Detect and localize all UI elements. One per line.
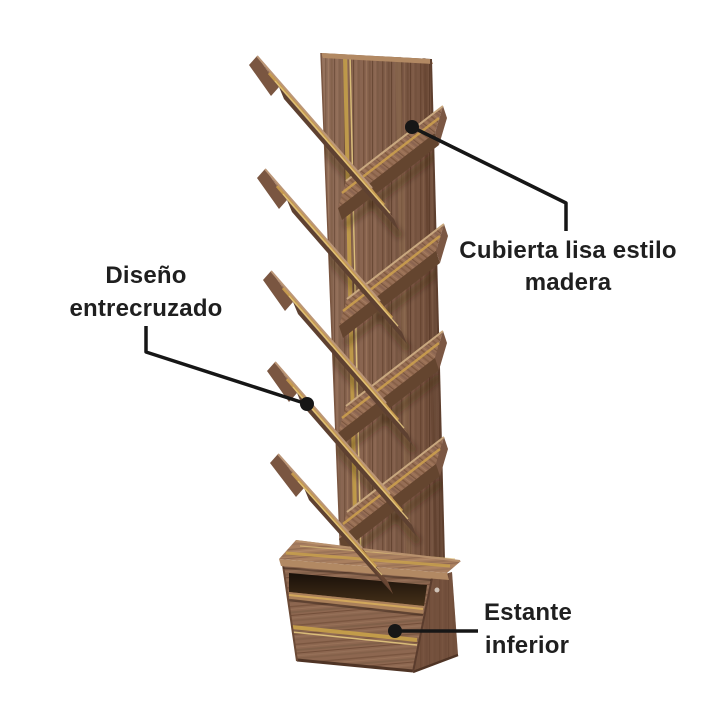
cabinet-left-edge <box>282 564 298 662</box>
leader-diseno <box>144 326 308 406</box>
base-cabinet <box>279 540 461 674</box>
shelf-front-edge <box>338 358 439 445</box>
screw-cap-dot <box>434 587 440 593</box>
shelf-front-edge <box>293 302 413 446</box>
shelf-end-face <box>436 224 448 263</box>
leader-dot-estante <box>388 624 402 638</box>
shelf-grain-stripe-light <box>288 295 405 429</box>
shelf-tip-face <box>257 169 287 209</box>
callout-leaders <box>144 120 568 638</box>
opening-bottom-shadow <box>288 598 424 617</box>
shelf-grain-stripe <box>267 72 386 206</box>
label-cubierta-line2: madera <box>525 269 612 296</box>
shelf-front-edge <box>297 393 417 537</box>
shelf-tip-face <box>270 454 304 497</box>
shelf-top-highlight <box>345 330 444 407</box>
shelf-end-face <box>436 437 448 476</box>
shelf-top-highlight <box>270 270 387 404</box>
shelf-tip-face <box>263 271 293 311</box>
shelf-top-highlight <box>274 361 391 495</box>
top-back-edge-highlight <box>295 540 461 562</box>
shelf-end-face <box>435 106 447 145</box>
cabinet-front-right-edge <box>412 577 433 673</box>
top-shadow-under-slab <box>282 567 432 581</box>
right-shelf-2 <box>339 223 448 338</box>
shelf-top-highlight <box>277 453 363 549</box>
shelf-front-edge <box>339 251 440 338</box>
shelf-tip-face <box>267 362 297 402</box>
shelf-top-highlight <box>345 105 444 182</box>
label-diseno-line2: entrecruzado <box>69 295 222 322</box>
shelf-grain-stripe-light <box>292 386 409 520</box>
shelf-end-face <box>435 331 447 370</box>
cabinet-side-grain <box>413 572 458 672</box>
label-estante-line1: Estante <box>484 599 572 626</box>
shelf-grain-stripe <box>290 472 378 568</box>
shelf-grain-stripe <box>342 448 441 525</box>
left-shelf-2 <box>257 168 407 344</box>
label-diseno-line1: Diseño <box>105 262 186 289</box>
leader-cubierta <box>411 125 568 231</box>
callout-labels: Diseño entrecruzado Cubierta lisa estilo… <box>69 237 676 659</box>
shelf-grain-stripe <box>341 342 440 419</box>
cabinet-opening-interior <box>289 573 427 606</box>
cabinet-side-bottom-edge <box>412 653 459 674</box>
left-shelf-5 <box>270 453 393 594</box>
shelf-grain-stripe-light <box>282 193 399 327</box>
shelf-top-highlight <box>264 168 381 302</box>
shelf-grain-stripe <box>281 287 400 421</box>
shelf-grain-stripe-light <box>274 80 391 214</box>
shelf-top-highlight <box>346 436 445 513</box>
shelf-top-highlight <box>256 55 373 189</box>
cabinet-top-front-edge <box>279 559 449 580</box>
shelf-front-edge <box>304 488 393 594</box>
label-cubierta-line1: Cubierta lisa estilo <box>459 237 676 264</box>
shelf-tip-face <box>249 56 279 96</box>
shelf-grain-stripe <box>275 185 394 319</box>
shelf-front-edge <box>339 464 440 551</box>
leader-dot-diseno <box>300 397 314 411</box>
cabinet-bottom-edge <box>296 658 414 673</box>
shelf-grain-stripe-light <box>297 480 383 576</box>
inner-shelf-grain-stripe <box>288 594 424 610</box>
shelf-grain-stripe <box>342 235 441 312</box>
right-shelf-4 <box>339 436 448 551</box>
shelf-front-edge <box>338 133 439 220</box>
leader-dot-cubierta <box>405 120 419 134</box>
spine-top-edge <box>321 53 433 64</box>
shelf-front-edge <box>287 200 407 344</box>
left-shelf-1 <box>249 55 399 231</box>
front-grain-stripe-pale <box>291 631 418 646</box>
label-estante-line2: inferior <box>485 632 569 659</box>
shelf-front-edge <box>279 87 399 231</box>
right-shelf-3 <box>338 330 447 445</box>
left-shelf-3 <box>263 270 413 446</box>
